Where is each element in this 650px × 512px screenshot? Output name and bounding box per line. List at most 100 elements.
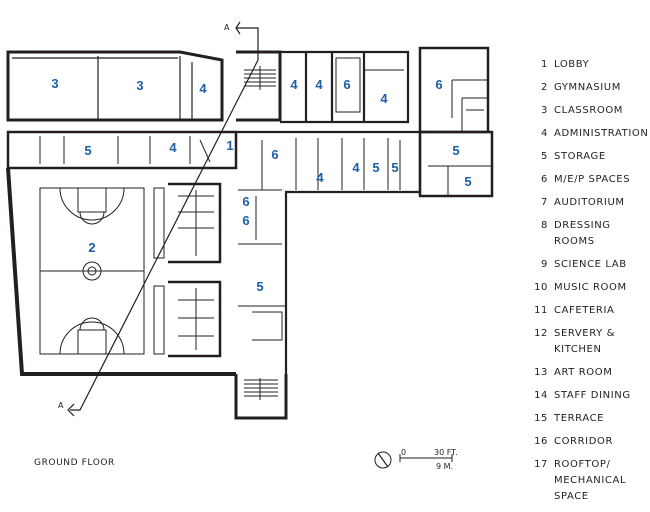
room-label: 6	[271, 147, 278, 162]
legend-number: 9	[541, 259, 548, 270]
legend-number: 17	[534, 459, 548, 470]
legend-text: Rooftop/ Mechanical Space	[554, 459, 627, 502]
north-rooms-east	[280, 50, 410, 124]
legend-number: 4	[541, 128, 548, 139]
legend-item: 4 Administration	[532, 126, 649, 142]
west-band	[6, 130, 238, 170]
room-label: 2	[88, 240, 95, 255]
legend-item: 16 Corridor	[532, 434, 647, 450]
section-marker-north: A	[224, 23, 230, 32]
south-corridor-interior	[238, 189, 286, 341]
legend-item: 15 Terrace	[532, 411, 647, 427]
room-label: 4	[380, 91, 388, 106]
legend-text: Storage	[554, 151, 606, 162]
legend-text: Administration	[554, 128, 649, 139]
legend-text: M/E/P Spaces	[554, 174, 631, 185]
room-label: 5	[391, 160, 398, 175]
section-arrow-south	[67, 403, 75, 417]
court-center-dot	[87, 266, 97, 276]
legend-number: 2	[541, 82, 548, 93]
legend-text: Music Room	[554, 282, 627, 293]
room-label: 4	[315, 77, 323, 92]
room-label: 3	[51, 76, 58, 91]
legend-item: 12Servery & Kitchen	[532, 326, 647, 358]
legend-number: 15	[534, 413, 548, 424]
legend-number: 12	[534, 328, 548, 339]
scale-meters: 9 M.	[436, 462, 453, 471]
room-label: 6	[242, 194, 249, 209]
north-rooms-detail	[335, 57, 404, 113]
legend-number: 7	[541, 197, 548, 208]
legend-item: 11Cafeteria	[532, 303, 647, 319]
room-label: 4	[352, 160, 360, 175]
legend-text: Terrace	[554, 413, 605, 424]
legend-item: 13 Art Room	[532, 365, 647, 381]
legend-item: 9 Science Lab	[532, 257, 647, 273]
room-label: 5	[452, 143, 459, 158]
room-label: 5	[372, 160, 379, 175]
court-key-north	[59, 187, 125, 225]
north-stair-treads	[244, 66, 276, 90]
legend-item: 7 Auditorium	[532, 195, 647, 211]
legend-item: 17 Rooftop/ Mechanical Space	[532, 457, 647, 505]
legend-item: 3 Classroom	[532, 103, 647, 119]
east-block	[418, 130, 494, 198]
north-wing-interior	[12, 56, 193, 120]
legend-text: Classroom	[554, 105, 624, 116]
legend-item: 2 Gymnasium	[532, 80, 647, 96]
room-label: 4	[199, 81, 207, 96]
room-label: 6	[343, 77, 350, 92]
section-marker-south: A	[58, 401, 64, 410]
room-label: 6	[435, 77, 442, 92]
section-arrow-north	[235, 21, 241, 35]
room-label: 5	[464, 174, 471, 189]
locker-block	[168, 182, 222, 358]
legend-text: Cafeteria	[554, 305, 615, 316]
room-label: 4	[316, 170, 324, 185]
section-markers: A A	[58, 23, 230, 410]
legend-item: 14 Staff Dining	[532, 388, 647, 404]
court-center-circle	[82, 261, 102, 281]
floor-plan: 3 3 4 4 4 6 4 6 5 4 1 6 4 4 5 5 5 5 2 6 …	[6, 21, 494, 471]
room-labels: 3 3 4 4 4 6 4 6 5 4 1 6 4 4 5 5 5 5 2 6 …	[51, 76, 471, 294]
legend-number: 14	[534, 390, 548, 401]
east-block-interior	[428, 165, 492, 196]
room-legend: 1 Lobby 2 Gymnasium 3 Classroom 4 Administratio…	[532, 57, 649, 512]
legend-number: 6	[541, 174, 548, 185]
legend-number: 8	[541, 220, 548, 231]
legend-text: Auditorium	[554, 197, 625, 208]
room-label: 5	[84, 143, 91, 158]
legend-text: Art Room	[554, 367, 613, 378]
legend-number: 3	[541, 105, 548, 116]
northeast-block	[418, 46, 490, 134]
east-band-interior	[261, 138, 401, 190]
room-label: 5	[256, 279, 263, 294]
legend-number: 13	[534, 367, 548, 378]
room-label: 6	[242, 213, 249, 228]
legend-text: Gymnasium	[554, 82, 621, 93]
section-line	[70, 27, 259, 411]
north-arrow-icon	[374, 451, 392, 469]
legend-text: Lobby	[554, 59, 590, 70]
legend-number: 5	[541, 151, 548, 162]
bleachers	[153, 187, 165, 355]
walls	[6, 21, 494, 420]
northeast-block-interior	[451, 79, 488, 132]
legend-text: Staff Dining	[554, 390, 631, 401]
scale-zero: 0	[401, 448, 406, 457]
west-band-interior	[39, 136, 211, 164]
legend-number: 1	[541, 59, 548, 70]
legend-item: 6 M/E/P Spaces	[532, 172, 647, 188]
court-key-south	[59, 317, 125, 355]
legend-item: 1 Lobby	[532, 57, 647, 73]
legend-text: Science Lab	[554, 259, 627, 270]
legend-text: Dressing Rooms	[554, 220, 611, 247]
scale-feet: 30 FT.	[434, 448, 458, 457]
legend-number: 10	[534, 282, 548, 293]
room-label: 4	[169, 140, 177, 155]
scale-bar: 0 30 FT. 9 M.	[374, 448, 458, 471]
legend-item: 8 Dressing Rooms	[532, 218, 647, 250]
legend-text: Corridor	[554, 436, 614, 447]
south-stair	[234, 374, 288, 420]
legend-number: 16	[534, 436, 548, 447]
